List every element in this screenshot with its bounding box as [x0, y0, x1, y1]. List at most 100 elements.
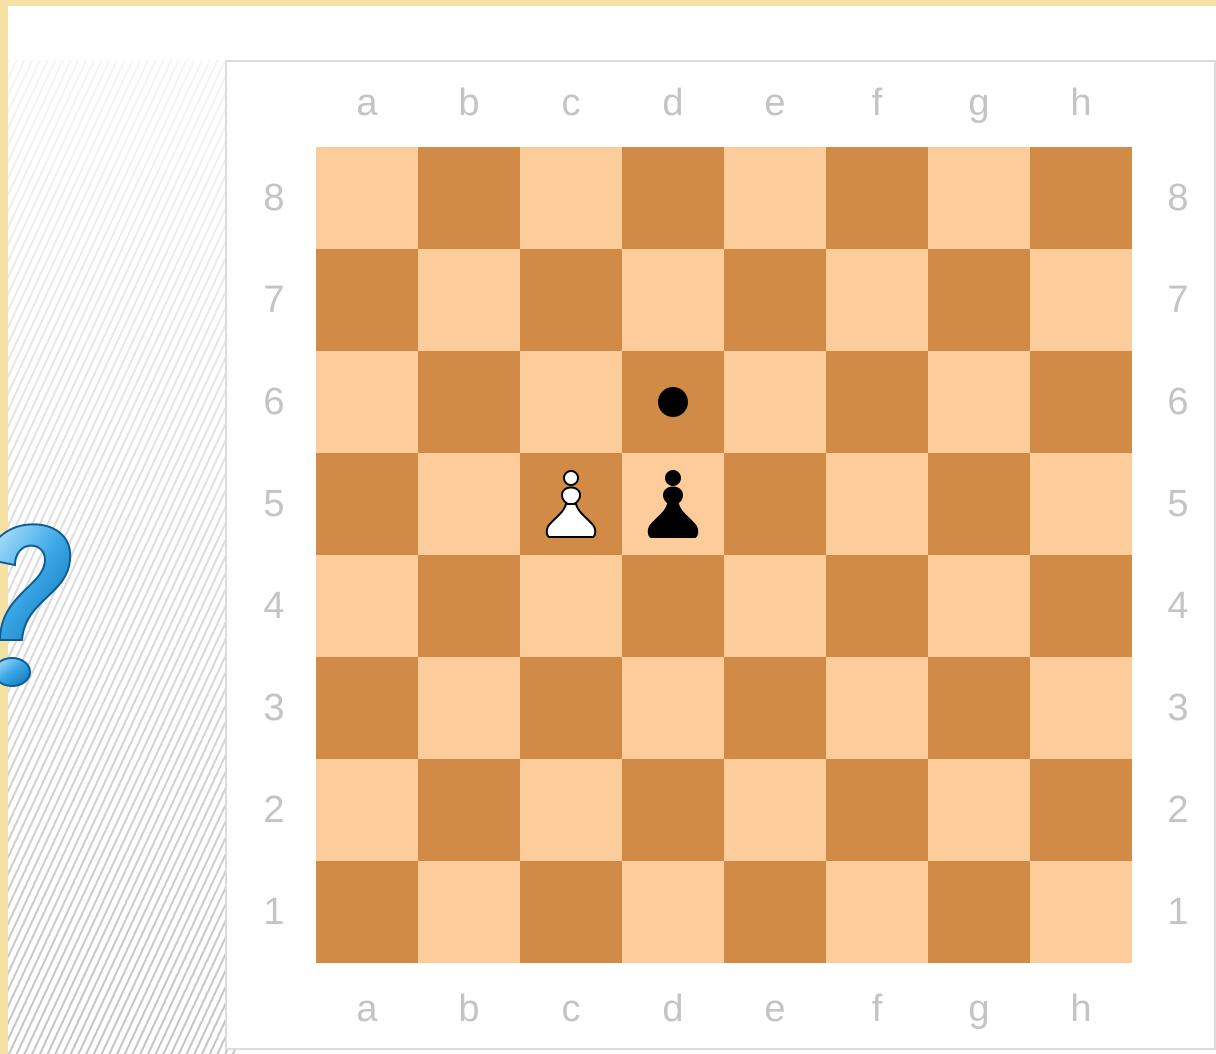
square-b3[interactable] [418, 657, 520, 759]
square-g1[interactable] [928, 861, 1030, 963]
square-e5[interactable] [724, 453, 826, 555]
rank-label-4-left: 4 [254, 587, 294, 625]
square-f1[interactable] [826, 861, 928, 963]
file-label-b-top: b [418, 84, 520, 122]
square-h4[interactable] [1030, 555, 1132, 657]
square-f8[interactable] [826, 147, 928, 249]
square-a6[interactable] [316, 351, 418, 453]
square-a7[interactable] [316, 249, 418, 351]
square-c4[interactable] [520, 555, 622, 657]
square-b2[interactable] [418, 759, 520, 861]
rank-label-5-left: 5 [254, 485, 294, 523]
file-label-a-bottom: a [316, 990, 418, 1028]
square-h5[interactable] [1030, 453, 1132, 555]
square-a8[interactable] [316, 147, 418, 249]
square-f4[interactable] [826, 555, 928, 657]
square-c1[interactable] [520, 861, 622, 963]
square-c7[interactable] [520, 249, 622, 351]
square-f2[interactable] [826, 759, 928, 861]
square-c5[interactable] [520, 453, 622, 555]
square-g7[interactable] [928, 249, 1030, 351]
file-label-e-bottom: e [724, 990, 826, 1028]
square-g5[interactable] [928, 453, 1030, 555]
black-pawn-icon[interactable] [642, 467, 704, 541]
square-g8[interactable] [928, 147, 1030, 249]
file-label-c-top: c [520, 84, 622, 122]
square-d4[interactable] [622, 555, 724, 657]
square-c8[interactable] [520, 147, 622, 249]
square-e2[interactable] [724, 759, 826, 861]
square-b4[interactable] [418, 555, 520, 657]
square-b8[interactable] [418, 147, 520, 249]
rank-label-4-right: 4 [1158, 587, 1198, 625]
square-g4[interactable] [928, 555, 1030, 657]
square-d6[interactable] [622, 351, 724, 453]
square-f7[interactable] [826, 249, 928, 351]
square-f3[interactable] [826, 657, 928, 759]
square-c3[interactable] [520, 657, 622, 759]
square-c6[interactable] [520, 351, 622, 453]
square-a4[interactable] [316, 555, 418, 657]
file-label-f-bottom: f [826, 990, 928, 1028]
square-d5[interactable] [622, 453, 724, 555]
file-label-e-top: e [724, 84, 826, 122]
file-label-f-top: f [826, 84, 928, 122]
rank-label-7-left: 7 [254, 281, 294, 319]
square-d8[interactable] [622, 147, 724, 249]
square-d3[interactable] [622, 657, 724, 759]
square-e1[interactable] [724, 861, 826, 963]
file-label-a-top: a [316, 84, 418, 122]
rank-label-1-left: 1 [254, 893, 294, 931]
square-a1[interactable] [316, 861, 418, 963]
square-d7[interactable] [622, 249, 724, 351]
square-d2[interactable] [622, 759, 724, 861]
rank-label-2-left: 2 [254, 791, 294, 829]
rank-label-3-left: 3 [254, 689, 294, 727]
square-b7[interactable] [418, 249, 520, 351]
square-e6[interactable] [724, 351, 826, 453]
square-a2[interactable] [316, 759, 418, 861]
square-h8[interactable] [1030, 147, 1132, 249]
square-c2[interactable] [520, 759, 622, 861]
file-label-g-top: g [928, 84, 1030, 122]
square-g2[interactable] [928, 759, 1030, 861]
square-f5[interactable] [826, 453, 928, 555]
square-b6[interactable] [418, 351, 520, 453]
rank-label-8-left: 8 [254, 179, 294, 217]
square-h6[interactable] [1030, 351, 1132, 453]
square-e3[interactable] [724, 657, 826, 759]
rank-label-7-right: 7 [1158, 281, 1198, 319]
question-mark-icon [0, 500, 80, 700]
file-label-b-bottom: b [418, 990, 520, 1028]
file-label-c-bottom: c [520, 990, 622, 1028]
square-b5[interactable] [418, 453, 520, 555]
square-e8[interactable] [724, 147, 826, 249]
square-d1[interactable] [622, 861, 724, 963]
rank-label-8-right: 8 [1158, 179, 1198, 217]
square-h7[interactable] [1030, 249, 1132, 351]
square-a3[interactable] [316, 657, 418, 759]
rank-label-6-left: 6 [254, 383, 294, 421]
rank-label-6-right: 6 [1158, 383, 1198, 421]
file-label-h-bottom: h [1030, 990, 1132, 1028]
square-h1[interactable] [1030, 861, 1132, 963]
chess-board [316, 147, 1132, 963]
move-dot-icon[interactable] [658, 387, 688, 417]
square-h2[interactable] [1030, 759, 1132, 861]
square-f6[interactable] [826, 351, 928, 453]
square-a5[interactable] [316, 453, 418, 555]
square-e4[interactable] [724, 555, 826, 657]
file-label-d-top: d [622, 84, 724, 122]
square-h3[interactable] [1030, 657, 1132, 759]
rank-label-3-right: 3 [1158, 689, 1198, 727]
square-b1[interactable] [418, 861, 520, 963]
white-pawn-icon[interactable] [540, 467, 602, 541]
square-g3[interactable] [928, 657, 1030, 759]
file-label-g-bottom: g [928, 990, 1030, 1028]
rank-label-2-right: 2 [1158, 791, 1198, 829]
square-g6[interactable] [928, 351, 1030, 453]
square-e7[interactable] [724, 249, 826, 351]
rank-label-5-right: 5 [1158, 485, 1198, 523]
file-label-h-top: h [1030, 84, 1132, 122]
rank-label-1-right: 1 [1158, 893, 1198, 931]
